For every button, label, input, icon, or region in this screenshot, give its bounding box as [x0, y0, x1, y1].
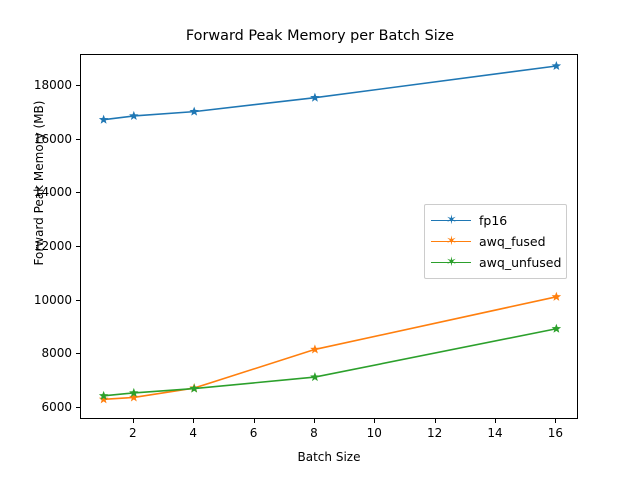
x-tick-mark — [193, 419, 195, 423]
y-tick-label: 12000 — [33, 238, 72, 253]
x-tick-mark — [313, 419, 315, 423]
chart-legend: ✶ fp16 ✶ awq_fused ✶ awq_unfused — [424, 204, 567, 279]
y-tick-label: 8000 — [41, 346, 72, 361]
data-point-awq_fused-8 — [310, 344, 320, 354]
legend-label: awq_unfused — [479, 255, 562, 270]
data-point-fp16-1 — [98, 114, 109, 124]
x-tick-label: 16 — [547, 426, 563, 440]
y-tick-label: 16000 — [33, 131, 72, 146]
legend-star-icon: ✶ — [446, 254, 457, 270]
y-tick-mark — [76, 138, 80, 140]
y-tick-mark — [76, 84, 80, 86]
x-axis-label: Batch Size — [297, 450, 361, 464]
y-tick-mark — [76, 245, 80, 247]
x-tick-label: 12 — [426, 426, 443, 440]
legend-star-icon: ✶ — [446, 212, 457, 228]
x-tick-mark — [434, 419, 436, 423]
data-point-awq_unfused-8 — [310, 372, 320, 382]
data-point-awq_fused-16 — [551, 291, 562, 301]
series-line-fp16 — [103, 65, 557, 121]
y-tick-label: 10000 — [33, 292, 72, 307]
y-axis-label: Forward Peak Memory (MB) — [32, 100, 46, 266]
data-point-fp16-16 — [551, 61, 562, 71]
legend-swatch-awq_unfused: ✶ — [431, 254, 471, 270]
x-tick-label: 8 — [310, 426, 318, 440]
legend-item-awq_fused[interactable]: ✶ awq_fused — [431, 231, 560, 252]
x-tick-mark — [374, 419, 376, 423]
y-tick-mark — [76, 353, 80, 355]
x-tick-label: 6 — [249, 426, 258, 440]
x-tick-mark — [132, 419, 134, 423]
y-tick-mark — [76, 299, 80, 301]
x-tick-label: 4 — [189, 426, 197, 440]
series-line-awq_fused — [103, 296, 557, 401]
y-tick-label: 14000 — [33, 185, 72, 200]
legend-line-icon — [431, 240, 471, 243]
y-tick-mark — [76, 192, 80, 194]
x-tick-mark — [555, 419, 557, 423]
data-point-awq_unfused-1 — [98, 390, 109, 400]
legend-label: fp16 — [479, 213, 508, 228]
legend-label: awq_fused — [479, 234, 546, 249]
y-tick-label: 6000 — [41, 399, 72, 414]
data-point-awq_fused-2 — [129, 392, 139, 402]
plot-svg — [98, 61, 562, 404]
series-line-awq_unfused — [103, 327, 557, 397]
x-tick-mark — [253, 419, 255, 423]
data-point-awq_unfused-2 — [129, 387, 139, 397]
legend-star-icon: ✶ — [446, 233, 457, 249]
y-tick-label: 18000 — [33, 77, 72, 92]
legend-item-awq_unfused[interactable]: ✶ awq_unfused — [431, 252, 562, 273]
chart-title: Forward Peak Memory per Batch Size — [185, 28, 455, 44]
x-tick-label: 2 — [128, 426, 137, 440]
legend-line-icon — [431, 219, 471, 222]
data-point-awq_fused-1 — [98, 394, 109, 404]
x-tick-mark — [495, 419, 496, 423]
x-tick-label: 14 — [487, 426, 503, 440]
legend-line-icon — [431, 261, 471, 264]
data-point-fp16-2 — [129, 110, 139, 120]
data-point-awq_unfused-16 — [551, 323, 562, 333]
legend-swatch-awq_fused: ✶ — [431, 233, 471, 249]
data-point-fp16-4 — [189, 106, 199, 116]
legend-swatch-fp16: ✶ — [431, 212, 471, 228]
data-point-awq_unfused-4 — [189, 383, 199, 393]
y-tick-mark — [76, 406, 80, 408]
data-point-fp16-8 — [310, 92, 320, 102]
x-tick-label: 10 — [366, 426, 382, 440]
legend-item-fp16[interactable]: ✶ fp16 — [431, 210, 560, 231]
